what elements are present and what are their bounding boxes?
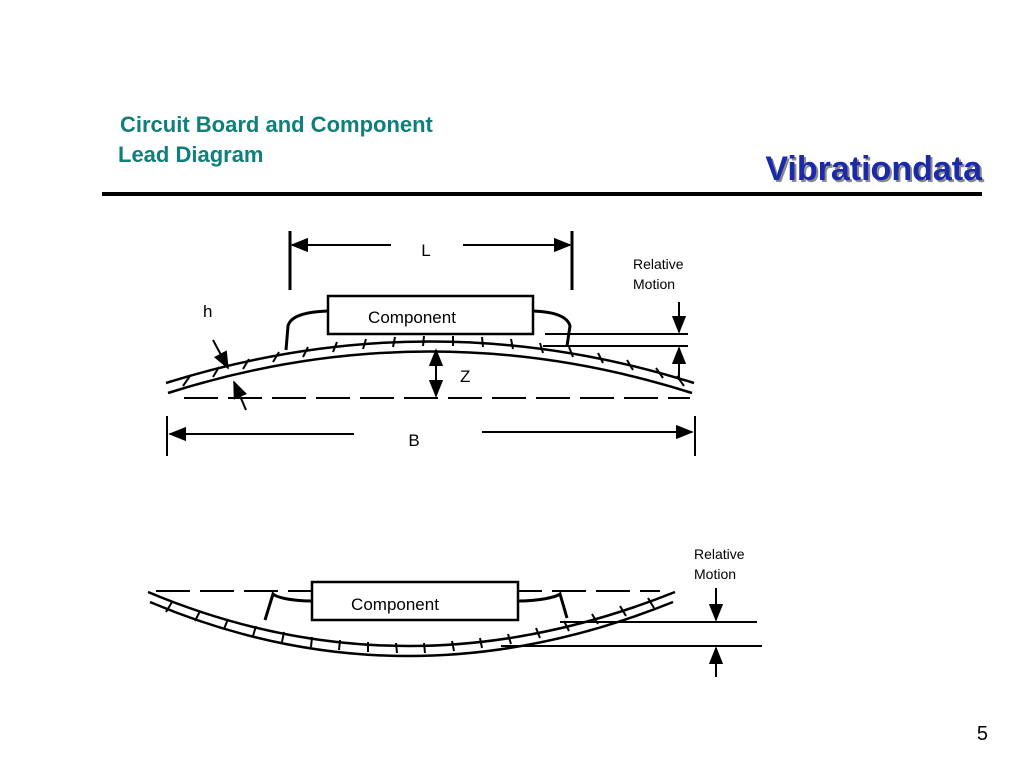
brand-logo-text: Vibrationdata — [765, 150, 982, 188]
page-number: 5 — [976, 723, 988, 745]
bottom-relative-motion-line1: Relative — [694, 546, 745, 562]
bottom-component-label: Component — [351, 595, 439, 614]
slide-title-line1: Circuit Board and Component — [120, 112, 433, 137]
top-right-lead — [532, 309, 572, 347]
label-L: L — [421, 241, 430, 260]
bottom-relative-motion-line2: Motion — [694, 566, 736, 582]
header-rule — [102, 192, 982, 196]
slide-title-line2: Lead Diagram — [118, 142, 264, 167]
bottom-right-lead — [517, 591, 569, 619]
top-board-hatching — [182, 335, 685, 387]
label-Z: Z — [460, 367, 470, 386]
top-component-box — [326, 294, 535, 336]
h-arrow-top — [212, 339, 229, 370]
top-component-label: Component — [368, 308, 456, 327]
top-left-lead — [284, 309, 329, 351]
top-relative-motion-line1: Relative — [633, 256, 684, 272]
bottom-left-lead — [263, 591, 313, 621]
top-board-lower-edge — [167, 350, 693, 395]
h-arrow-bottom — [233, 380, 247, 411]
top-relative-motion-line2: Motion — [633, 276, 675, 292]
top-board-upper-edge — [165, 340, 695, 385]
bottom-component-box — [310, 580, 520, 622]
top-diagram: L Component — [165, 231, 696, 456]
bottom-board-lower-edge — [149, 600, 674, 658]
label-h: h — [203, 302, 212, 321]
label-B: B — [408, 431, 419, 450]
bottom-diagram: Component Relative Motion — [147, 546, 762, 677]
bottom-board-upper-edge — [147, 590, 676, 648]
